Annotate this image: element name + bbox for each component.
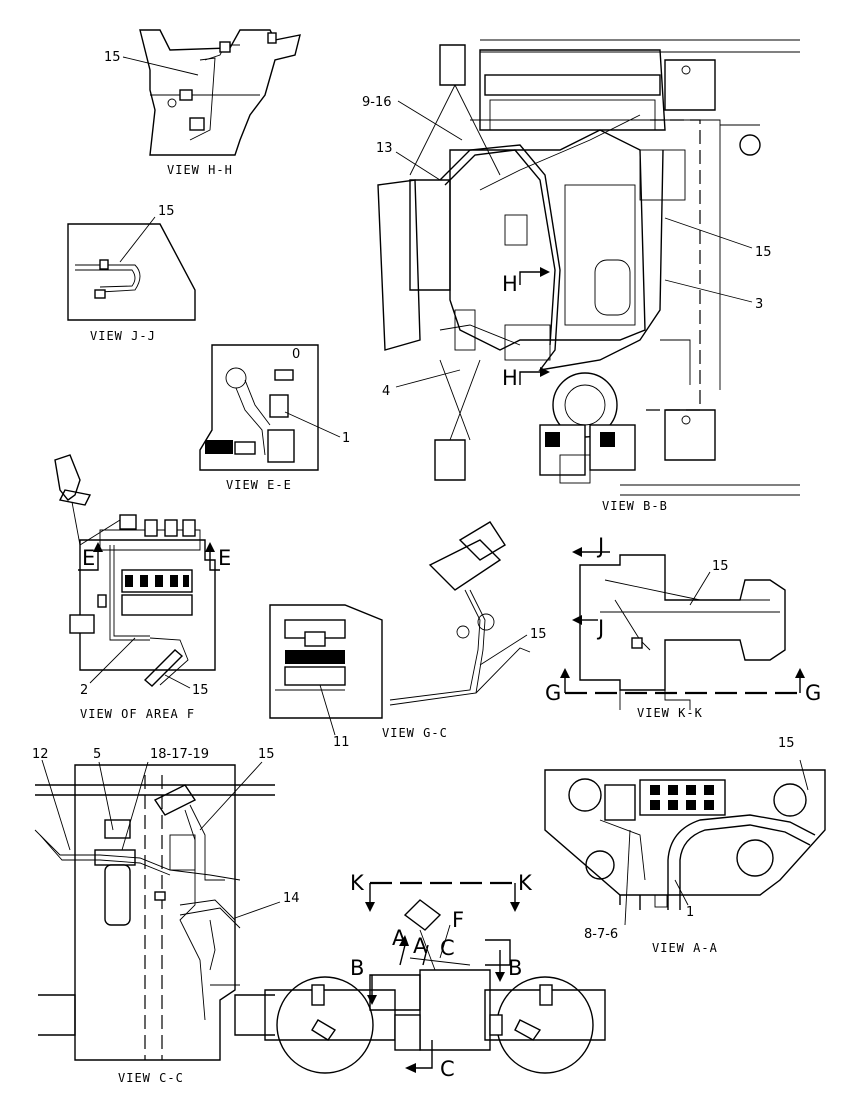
ee-callout: 1	[342, 431, 350, 446]
gc-callout-15: 15	[530, 627, 547, 642]
machine-section-k-left: K	[350, 871, 365, 895]
jj-caption: VIEW J-J	[90, 329, 156, 343]
kk-section-j-bottom: J	[596, 616, 604, 640]
view-area-f: E E 2 15 VIEW OF AREA F	[54, 454, 231, 721]
machine-section-a-left: A	[392, 926, 407, 950]
cc-callout-12: 12	[32, 747, 49, 762]
aa-callout-1: 1	[686, 905, 694, 920]
machine-section-c-bottom: C	[440, 1057, 455, 1081]
view-kk: J J G G 15 VIEW K-K	[545, 534, 821, 720]
view-bb: H H 9-16 13 15 3 4 VIEW B-B	[362, 39, 800, 513]
bb-section-h-bottom: H	[502, 366, 518, 390]
kk-section-g-left: G	[545, 681, 561, 705]
bb-callout-13: 13	[376, 141, 393, 156]
aa-caption: VIEW A-A	[652, 941, 718, 955]
cc-callout-15: 15	[258, 747, 275, 762]
f-caption: VIEW OF AREA F	[80, 707, 195, 721]
view-jj: 15 VIEW J-J	[67, 204, 196, 343]
machine-overview: K K A A F C B B	[264, 871, 606, 1081]
bb-section-h-top: H	[502, 272, 518, 296]
aa-callout-15: 15	[778, 736, 795, 751]
kk-callout: 15	[712, 559, 729, 574]
ee-caption: VIEW E-E	[226, 478, 292, 492]
cc-callout-5: 5	[93, 747, 101, 762]
kk-section-j-top: J	[596, 534, 604, 558]
hh-caption: VIEW H-H	[167, 163, 233, 177]
kk-caption: VIEW K-K	[637, 706, 703, 720]
bb-callout-3: 3	[755, 297, 763, 312]
ee-mark: 0	[292, 347, 300, 362]
f-section-e-left: E	[82, 546, 95, 570]
bb-callout-9-16: 9-16	[362, 95, 392, 110]
hh-callout: 15	[104, 50, 121, 65]
machine-section-c-top: C	[440, 936, 455, 960]
bb-caption: VIEW B-B	[602, 499, 668, 513]
cc-callout-14: 14	[283, 891, 300, 906]
kk-section-g-right: G	[805, 681, 821, 705]
aa-callout-8-7-6: 8-7-6	[584, 927, 618, 942]
view-aa: 15 8-7-6 1 VIEW A-A	[544, 736, 826, 955]
view-cc: 12 5 18-17-19 15 14 VIEW C-C	[32, 747, 300, 1085]
machine-section-b-right: B	[508, 956, 522, 980]
f-callout-2: 2	[80, 683, 88, 698]
gc-caption: VIEW G-C	[382, 726, 448, 740]
jj-callout: 15	[158, 204, 175, 219]
machine-section-k-right: K	[518, 871, 533, 895]
cc-caption: VIEW C-C	[118, 1071, 184, 1085]
machine-area-f: F	[452, 908, 464, 932]
view-hh: 15 VIEW H-H	[104, 29, 301, 177]
view-gc: 11 15 VIEW G-C	[269, 521, 547, 750]
bb-callout-15: 15	[755, 245, 772, 260]
gc-callout-11: 11	[333, 735, 350, 750]
f-callout-15: 15	[192, 683, 209, 698]
machine-section-a-right: A	[413, 934, 428, 958]
cc-callout-18-17-19: 18-17-19	[150, 747, 209, 762]
bb-callout-4: 4	[382, 384, 390, 399]
view-ee: 1 0 VIEW E-E	[199, 344, 350, 492]
machine-section-b-left: B	[350, 956, 364, 980]
f-section-e-right: E	[218, 546, 231, 570]
